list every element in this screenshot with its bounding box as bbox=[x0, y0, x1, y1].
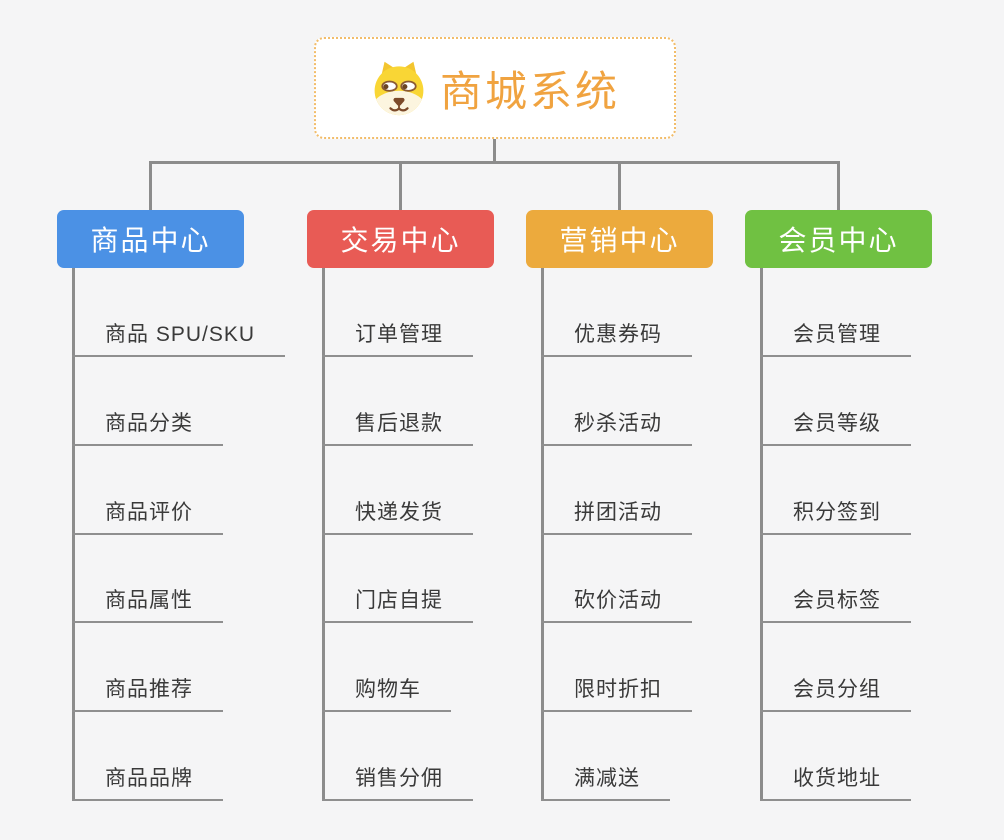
sub-topic[interactable]: 会员等级 bbox=[760, 408, 911, 446]
sub-topic[interactable]: 购物车 bbox=[322, 674, 451, 712]
sub-topic[interactable]: 快递发货 bbox=[322, 497, 473, 535]
branch-node-1[interactable]: 商品中心 bbox=[57, 210, 244, 268]
connector-line bbox=[837, 161, 840, 210]
connector-line bbox=[399, 161, 402, 210]
root-node-mall-system[interactable]: 商城系统 bbox=[314, 37, 676, 139]
branch-node-4[interactable]: 会员中心 bbox=[745, 210, 932, 268]
branch-node-3[interactable]: 营销中心 bbox=[526, 210, 713, 268]
connector-line bbox=[618, 161, 621, 210]
sub-topic[interactable]: 商品推荐 bbox=[72, 674, 223, 712]
sub-topic[interactable]: 商品评价 bbox=[72, 497, 223, 535]
connector-line bbox=[149, 161, 152, 210]
sub-topic[interactable]: 销售分佣 bbox=[322, 763, 473, 801]
sub-topic[interactable]: 限时折扣 bbox=[541, 674, 692, 712]
sub-topic[interactable]: 售后退款 bbox=[322, 408, 473, 446]
branch-node-2[interactable]: 交易中心 bbox=[307, 210, 494, 268]
sub-topic[interactable]: 秒杀活动 bbox=[541, 408, 692, 446]
sub-topic[interactable]: 商品 SPU/SKU bbox=[72, 319, 286, 357]
sub-topic[interactable]: 会员标签 bbox=[760, 585, 911, 623]
sub-topic[interactable]: 砍价活动 bbox=[541, 585, 692, 623]
sub-topic[interactable]: 商品品牌 bbox=[72, 763, 223, 801]
connector-line bbox=[149, 161, 840, 164]
sub-topic[interactable]: 商品分类 bbox=[72, 408, 223, 446]
connector-line bbox=[492, 139, 496, 164]
sub-topic[interactable]: 订单管理 bbox=[322, 319, 473, 357]
sub-topic[interactable]: 优惠券码 bbox=[541, 319, 692, 357]
sub-topic[interactable]: 收货地址 bbox=[760, 763, 911, 801]
sub-topic[interactable]: 会员管理 bbox=[760, 319, 911, 357]
sub-topic[interactable]: 积分签到 bbox=[760, 497, 911, 535]
sub-topic[interactable]: 满减送 bbox=[541, 763, 670, 801]
sub-topic[interactable]: 门店自提 bbox=[322, 585, 473, 623]
sub-topic[interactable]: 商品属性 bbox=[72, 585, 223, 623]
sub-topic[interactable]: 会员分组 bbox=[760, 674, 911, 712]
shiba-dog-face-icon bbox=[370, 60, 428, 116]
root-title: 商城系统 bbox=[439, 67, 620, 115]
sub-topic[interactable]: 拼团活动 bbox=[541, 497, 692, 535]
